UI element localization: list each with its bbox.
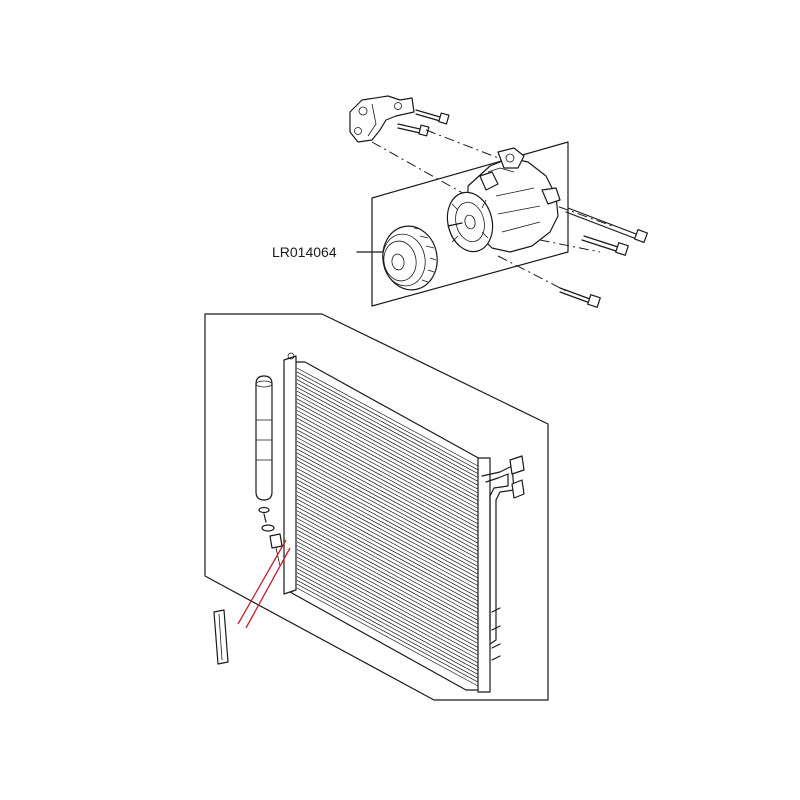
fin-line <box>296 514 479 614</box>
fin-line <box>296 444 479 544</box>
fin-line <box>296 495 479 594</box>
fin-line <box>296 491 479 590</box>
alignment-line-3 <box>539 199 616 228</box>
fin-line <box>296 568 479 668</box>
alignment-line-4 <box>519 235 601 253</box>
fin-line <box>296 529 479 629</box>
fin-line <box>296 479 479 579</box>
fin-line <box>296 379 479 478</box>
mounting-bracket <box>349 95 415 143</box>
desiccant-cartridge <box>213 609 229 665</box>
fin-line <box>296 583 479 683</box>
part-number-label: LR014064 <box>272 244 337 260</box>
fin-line <box>296 572 479 671</box>
fin-line <box>296 425 479 525</box>
condenser-outlet-pipe <box>481 455 525 661</box>
fin-line <box>296 525 479 625</box>
drier-fittings <box>258 506 283 567</box>
fin-line <box>296 518 479 617</box>
fin-line <box>296 421 479 521</box>
fin-line <box>296 537 479 637</box>
fin-line <box>296 390 479 490</box>
condenser-core <box>283 352 491 693</box>
fin-line <box>296 533 479 633</box>
fin-line <box>296 541 479 641</box>
compressor-bolt-1 <box>565 207 649 244</box>
fin-line <box>296 556 479 656</box>
fin-line <box>296 522 479 621</box>
fin-line <box>296 375 479 475</box>
fin-line <box>296 498 479 598</box>
fin-line <box>296 549 479 648</box>
compressor-pulley <box>382 225 438 291</box>
receiver-drier <box>255 375 273 501</box>
fin-line <box>296 440 479 540</box>
fin-line <box>296 371 479 471</box>
alignment-line-5 <box>497 255 569 293</box>
bracket-bolt-upper <box>415 109 450 125</box>
fin-line <box>296 367 479 467</box>
fin-line <box>296 483 479 583</box>
fin-line <box>296 433 479 532</box>
fin-line <box>296 413 479 513</box>
fin-line <box>296 579 479 679</box>
bracket-bolt-lower <box>397 123 430 137</box>
pointer-lines <box>237 539 291 629</box>
fin-line <box>296 456 479 556</box>
fin-line <box>296 460 479 559</box>
fin-line <box>296 487 479 586</box>
fin-line <box>296 552 479 652</box>
condenser-group <box>204 313 549 701</box>
fin-line <box>296 475 479 575</box>
fin-line <box>296 383 479 482</box>
fin-line <box>296 506 479 606</box>
fin-line <box>296 464 479 563</box>
fin-line <box>296 510 479 610</box>
fin-line <box>296 437 479 536</box>
fin-line <box>296 417 479 517</box>
condenser-group-outline <box>204 313 549 701</box>
fin-line <box>296 429 479 529</box>
fin-line <box>296 394 479 494</box>
compressor-bolt-2 <box>581 235 629 256</box>
compressor-group: LR014064 <box>272 95 649 308</box>
fin-line <box>296 502 479 602</box>
fin-line <box>296 448 479 548</box>
fin-line <box>296 402 479 502</box>
ac-compressor <box>446 147 561 253</box>
condenser-fins <box>296 367 479 687</box>
fin-line <box>296 587 479 687</box>
fin-line <box>296 564 479 664</box>
fin-line <box>296 410 479 509</box>
fin-line <box>296 560 479 660</box>
fin-line <box>296 386 479 486</box>
alignment-line-1 <box>371 141 469 197</box>
fin-line <box>296 406 479 505</box>
fin-line <box>296 468 479 567</box>
fin-line <box>296 471 479 571</box>
fin-line <box>296 545 479 644</box>
compressor-bolt-3 <box>559 287 601 308</box>
fin-line <box>296 398 479 498</box>
fin-line <box>296 452 479 552</box>
fin-line <box>296 576 479 675</box>
